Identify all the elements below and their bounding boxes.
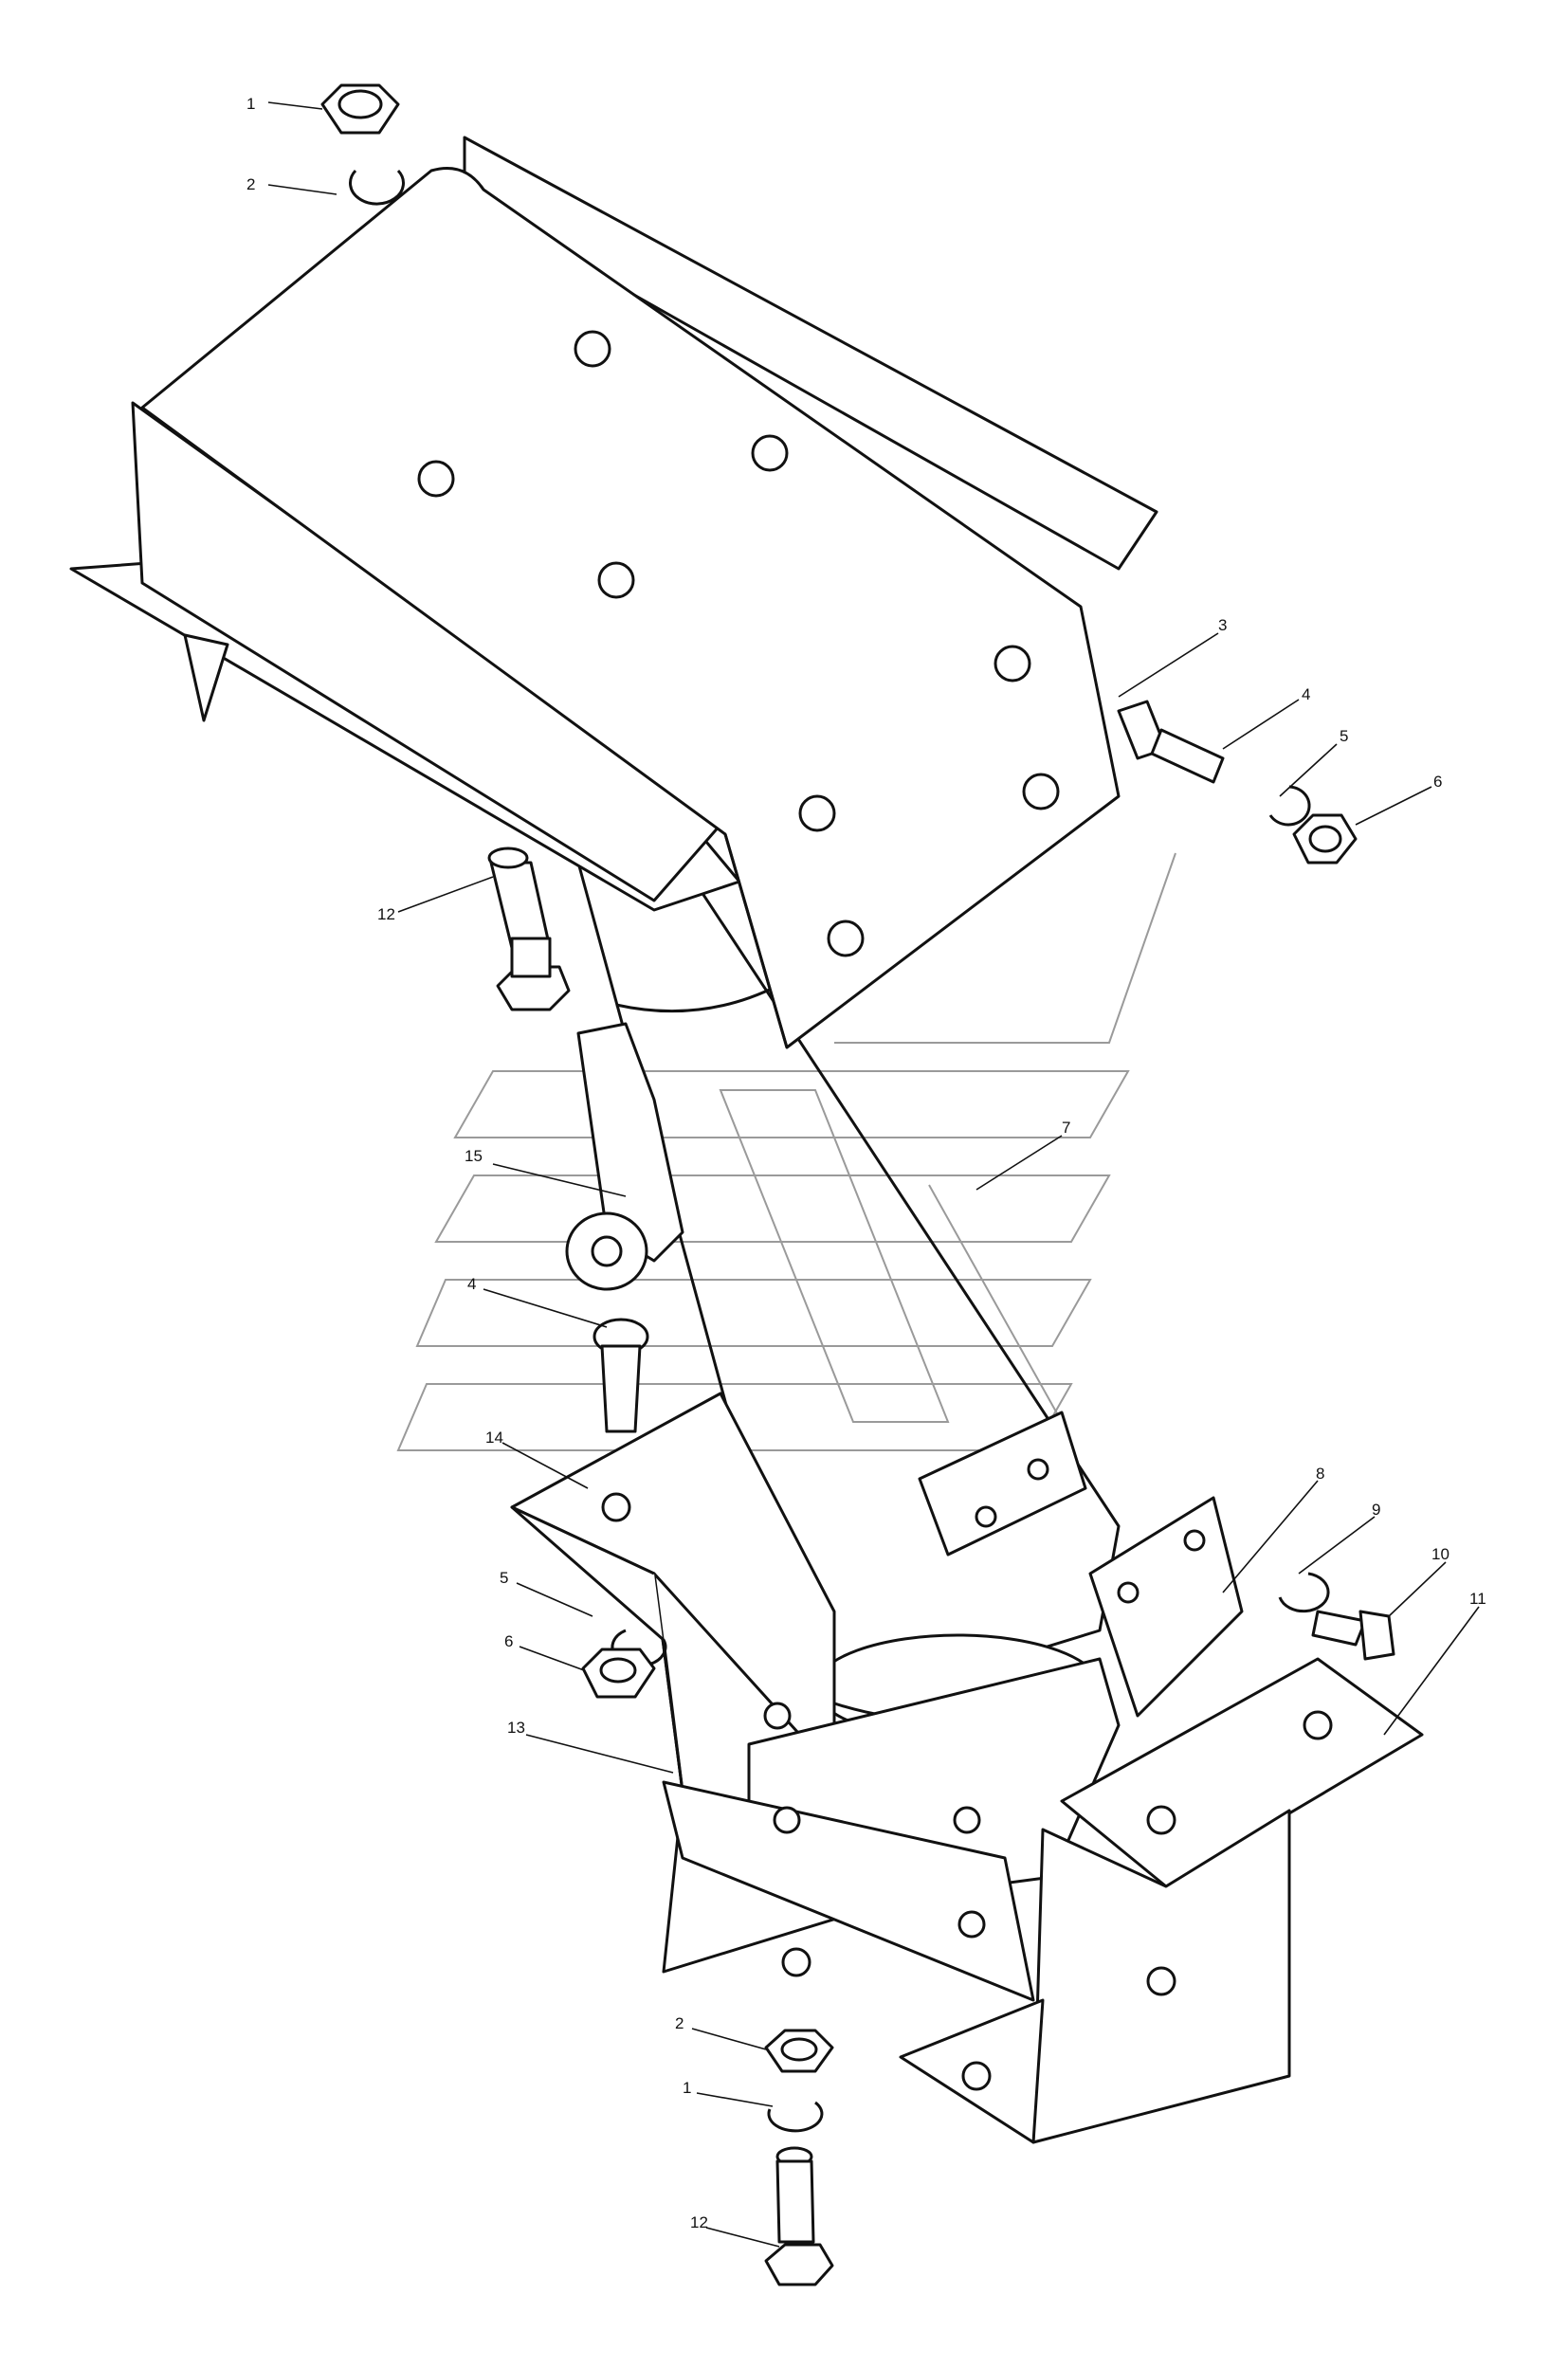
callout-6-left: 6 (504, 1632, 513, 1650)
callout-13: 13 (507, 1719, 525, 1737)
callout-12-top: 12 (377, 905, 395, 923)
callout-4-mid: 4 (467, 1275, 476, 1293)
callout-1-bottom: 1 (683, 2079, 691, 2097)
callout-1-top: 1 (246, 95, 255, 113)
callout-7: 7 (1062, 1119, 1070, 1137)
callout-9: 9 (1372, 1501, 1380, 1519)
lock-washer-right (1268, 785, 1311, 827)
nut-top (320, 83, 400, 135)
callout-10: 10 (1431, 1545, 1449, 1563)
lock-washer-9 (1278, 1572, 1330, 1613)
watermark-shapes (396, 852, 1176, 1451)
bolt-10 (1311, 1610, 1395, 1661)
lock-washer-bottom (767, 2101, 824, 2133)
bolt-12-bottom (764, 2146, 834, 2286)
bolt-right (1117, 700, 1225, 784)
leader-lines (267, 101, 1480, 2248)
callout-11: 11 (1469, 1590, 1486, 1608)
callout-5-left: 5 (500, 1569, 508, 1587)
bolt-12-top (487, 847, 571, 1011)
callout-4-right: 4 (1302, 685, 1310, 703)
nut-left (581, 1648, 656, 1699)
callout-labels: 1 2 3 4 5 6 12 7 15 4 14 8 9 10 11 5 6 1… (246, 95, 1486, 2231)
lock-washer-top (349, 169, 405, 206)
callout-12-bottom: 12 (690, 2213, 708, 2231)
right-bracket (899, 1657, 1424, 2144)
callout-14: 14 (485, 1429, 503, 1447)
top-bracket (69, 136, 1158, 1049)
callout-6-right: 6 (1433, 773, 1442, 791)
callout-3: 3 (1218, 616, 1227, 634)
valve-fitting (565, 1022, 684, 1291)
nut-right (1292, 813, 1358, 865)
callout-5-right: 5 (1340, 727, 1348, 745)
angle-bracket (1088, 1496, 1244, 1718)
fasteners (320, 83, 1395, 2286)
callout-2-bottom: 2 (675, 2014, 684, 2032)
callout-8: 8 (1316, 1465, 1324, 1483)
nut-bottom (764, 2029, 834, 2073)
callout-15: 15 (465, 1147, 483, 1165)
bolt-4-mid (593, 1318, 649, 1433)
callout-2-top-washer: 2 (246, 175, 255, 193)
